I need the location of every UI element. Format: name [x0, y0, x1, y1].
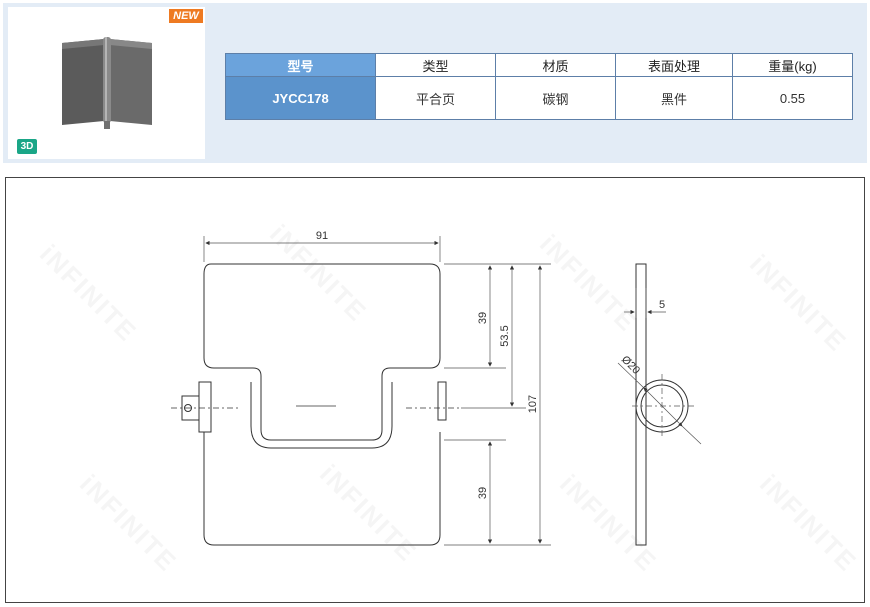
- header-surface: 表面处理: [615, 53, 733, 77]
- product-preview-card[interactable]: NEW 3D: [8, 7, 205, 159]
- cell-type: 平合页: [375, 76, 496, 120]
- bottom-leaf-outline: [203, 432, 441, 546]
- dim-height-39-top: 39: [477, 312, 489, 324]
- header-type: 类型: [375, 53, 496, 77]
- new-badge: NEW: [169, 9, 203, 23]
- dim-height-53-5: 53.5: [499, 325, 511, 346]
- dim-height-39-bottom: 39: [477, 487, 489, 499]
- pin-hole: [184, 404, 192, 412]
- top-leaf-outline: [203, 263, 441, 441]
- header-weight: 重量(kg): [732, 53, 853, 77]
- cell-surface: 黑件: [615, 76, 733, 120]
- technical-drawing: 91 39 53.5 107 39 5 Ø20 iNFINITE i: [5, 177, 865, 603]
- dim-width-91: 91: [316, 230, 328, 242]
- header-model: 型号: [225, 53, 376, 77]
- cell-material: 碳钢: [495, 76, 616, 120]
- cell-weight: 0.55: [732, 76, 853, 120]
- header-material: 材质: [495, 53, 616, 77]
- drawing-canvas: 91 39 53.5 107 39 5 Ø20: [171, 230, 702, 546]
- 3d-badge[interactable]: 3D: [17, 139, 37, 154]
- spec-table-header-row: 型号 类型 材质 表面处理 重量(kg): [225, 53, 853, 77]
- left-knuckle: [198, 381, 212, 433]
- dim-diameter-20: Ø20: [619, 354, 642, 377]
- table-row: JYCC178 平合页 碳钢 黑件 0.55: [225, 76, 853, 120]
- dim-thickness-5: 5: [659, 299, 665, 311]
- product-info-panel: NEW 3D 型号 类型 材质 表面处理 重量(kg): [3, 3, 867, 163]
- spec-table: 型号 类型 材质 表面处理 重量(kg) JYCC178 平合页 碳钢 黑件 0…: [225, 53, 853, 120]
- right-knuckle: [437, 381, 447, 421]
- cell-model: JYCC178: [225, 76, 376, 120]
- inner-wrap-outline: [250, 382, 393, 449]
- dim-height-107: 107: [527, 395, 539, 413]
- hinge-render-image: [62, 37, 152, 129]
